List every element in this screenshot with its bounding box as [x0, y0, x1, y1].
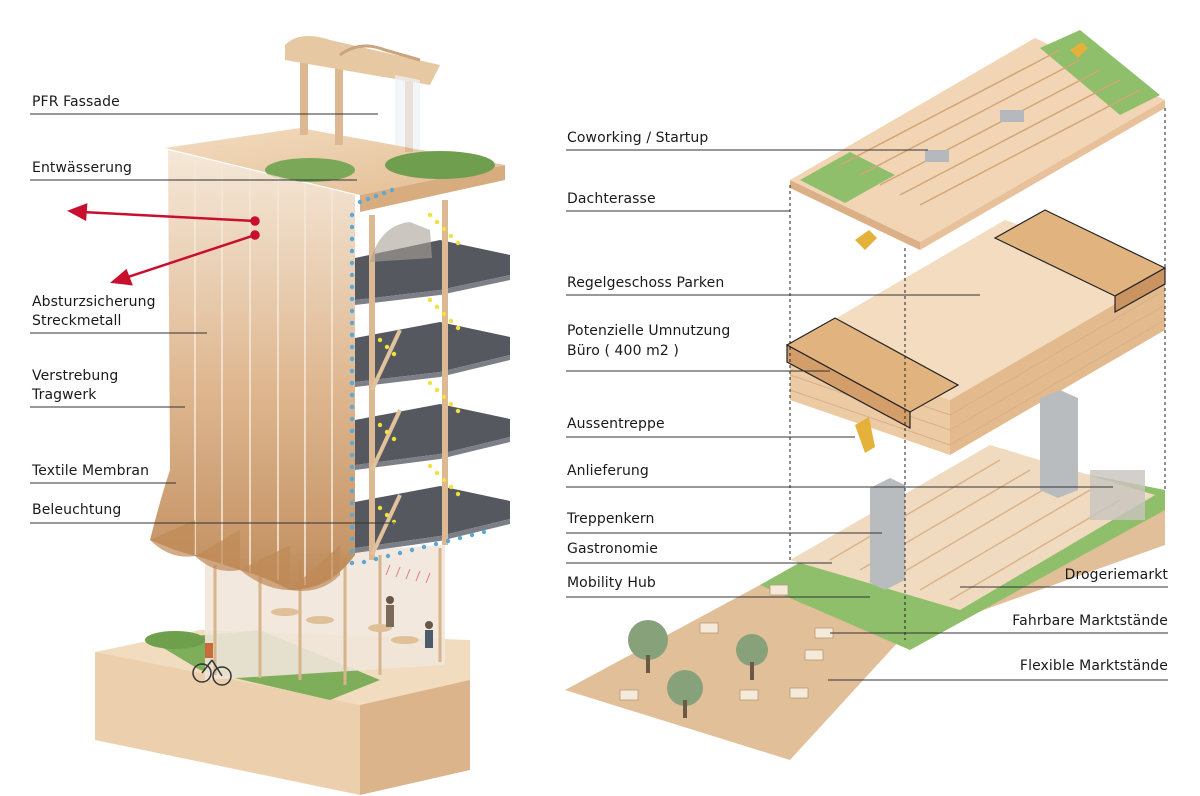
arrow-2-shaft	[124, 233, 256, 280]
ground-block-front	[95, 652, 360, 795]
office-box-front	[786, 343, 911, 430]
label-dachterasse: Dachterasse	[567, 191, 656, 207]
cyclist	[205, 643, 213, 658]
delivery-walls	[1090, 470, 1145, 520]
planting-shrub	[145, 631, 205, 649]
label-fahrbare-marktstaende: Fahrbare Marktstände	[1012, 613, 1168, 629]
left-building	[66, 36, 510, 795]
stair-core-2	[1040, 390, 1078, 498]
people-figures	[386, 596, 433, 648]
arrow-2-head	[109, 268, 133, 286]
rain-hint	[385, 564, 431, 584]
arrow-2-origin	[250, 230, 260, 240]
label-umnutzung: Potenzielle Umnutzung	[567, 323, 731, 339]
roof-terrace-layer	[790, 30, 1165, 250]
label-flexible-marktstaende: Flexible Marktstände	[1019, 658, 1168, 674]
guide-lines	[789, 108, 1166, 640]
arrow-1-shaft	[81, 210, 256, 223]
bicycle	[192, 659, 232, 686]
label-coworking: Coworking / Startup	[567, 130, 709, 146]
arrow-1-head	[66, 203, 88, 222]
textile-membrane-facade	[150, 150, 355, 591]
drainage-dots	[349, 187, 487, 566]
market-stalls	[619, 584, 834, 701]
lighting-dots	[377, 212, 461, 525]
label-drogeriemarkt: Drogeriemarkt	[1064, 567, 1168, 583]
label-aussentreppe: Aussentreppe	[567, 416, 665, 432]
label-pfr-fassade: PFR Fassade	[32, 94, 120, 110]
label-treppenkern: Treppenkern	[567, 511, 655, 527]
label-streckmetall: Streckmetall	[32, 313, 122, 329]
stair-core	[870, 478, 905, 590]
label-regelgeschoss: Regelgeschoss Parken	[567, 275, 725, 291]
ground-block-side	[360, 680, 470, 795]
label-textile-membran: Textile Membran	[32, 463, 150, 479]
cafe-furniture	[271, 608, 419, 644]
red-arrows	[66, 203, 260, 286]
parking-layer	[785, 209, 1167, 455]
arrow-1-origin	[250, 216, 260, 226]
pfr-facade-structure	[285, 36, 440, 152]
label-entwaesserung: Entwässerung	[32, 160, 133, 176]
label-mobility-hub: Mobility Hub	[567, 575, 656, 591]
timber-braces	[370, 329, 402, 556]
label-tragwerk: Tragwerk	[32, 387, 97, 403]
roof-green	[265, 158, 355, 182]
label-beleuchtung: Beleuchtung	[32, 502, 122, 518]
leader-lines	[30, 113, 1168, 681]
parking-decks	[355, 240, 510, 553]
trees	[628, 620, 768, 718]
label-absturzsicherung: Absturzsicherung	[32, 294, 156, 310]
ground-floor-columns	[213, 548, 442, 685]
label-verstrebung: Verstrebung	[32, 368, 119, 384]
label-anlieferung: Anlieferung	[567, 463, 649, 479]
label-buero: Büro ( 400 m2 )	[567, 343, 679, 359]
parked-car	[370, 222, 432, 262]
label-gastronomie: Gastronomie	[567, 541, 658, 557]
roof-green-2	[385, 151, 495, 179]
